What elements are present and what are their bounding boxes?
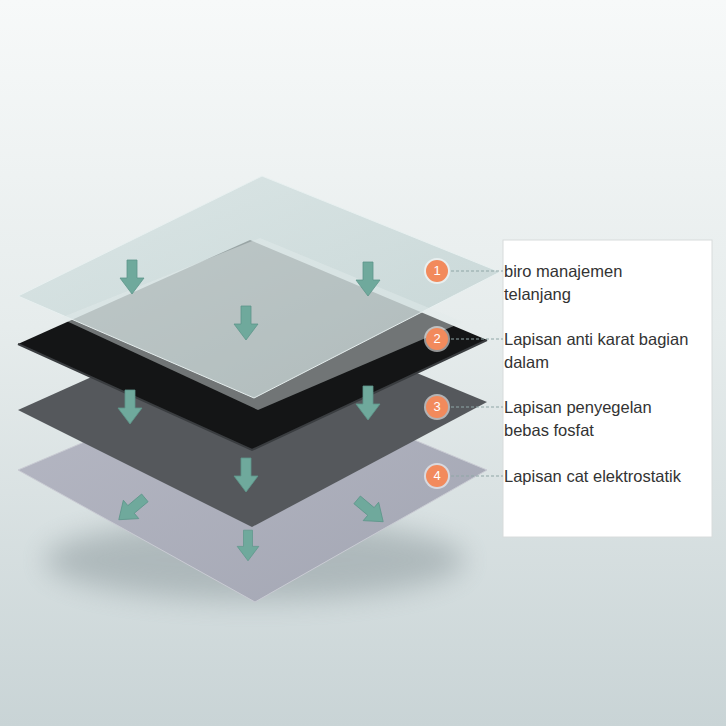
layer-label: Lapisan cat elektrostatik <box>504 465 692 488</box>
flow-arrows <box>111 260 391 561</box>
callout-number: 4 <box>426 465 448 487</box>
layer-1-inner <box>60 238 463 410</box>
callout-number: 1 <box>426 260 448 282</box>
callout-item: 3Lapisan penyegelan bebas fosfat <box>426 396 448 418</box>
callout-item: 1biro manajemen telanjang <box>426 260 448 282</box>
callout-number: 3 <box>426 396 448 418</box>
layer-label: biro manajemen telanjang <box>504 260 692 306</box>
callout-item: 2Lapisan anti karat bagian dalam <box>426 328 448 350</box>
layer-label: Lapisan anti karat bagian dalam <box>504 328 692 374</box>
layer-label: Lapisan penyegelan bebas fosfat <box>504 396 692 442</box>
label-panel <box>503 240 712 537</box>
callout-item: 4Lapisan cat elektrostatik <box>426 465 448 487</box>
callout-number: 2 <box>426 328 448 350</box>
leader-lines <box>451 271 503 476</box>
